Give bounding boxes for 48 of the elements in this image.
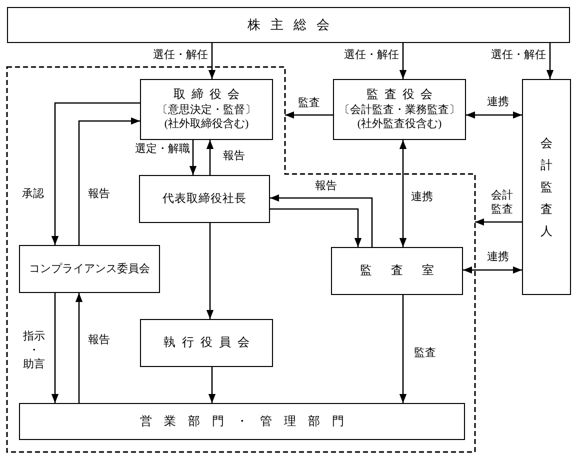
node-title: 取締役会 bbox=[172, 87, 246, 103]
arrow bbox=[546, 43, 554, 79]
node-note: (社外取締役含む) bbox=[164, 117, 249, 132]
process-box bbox=[140, 79, 273, 140]
process-box bbox=[333, 79, 466, 140]
arrow bbox=[206, 140, 214, 175]
node-label: 営業部門・管理部門 bbox=[139, 414, 356, 430]
node-label: 株主総会 bbox=[246, 16, 340, 34]
process-box bbox=[139, 175, 270, 223]
arrow bbox=[399, 295, 407, 403]
double-arrow bbox=[463, 266, 522, 274]
edge-label: 報告 bbox=[88, 334, 110, 348]
edge-label: 指示・助言 bbox=[23, 330, 45, 372]
arrow bbox=[270, 208, 362, 247]
process-box bbox=[331, 247, 463, 295]
node-title: 監査役会 bbox=[366, 87, 438, 103]
edge-label: 報告 bbox=[88, 188, 110, 202]
arrow bbox=[51, 293, 59, 403]
edge-label: 会計監査 bbox=[491, 189, 513, 217]
node-note: 〔意思決定・監督〕 bbox=[157, 103, 256, 118]
process-box bbox=[19, 245, 160, 293]
double-arrow bbox=[399, 140, 407, 247]
node-label: 執行役員会 bbox=[162, 335, 256, 351]
arrow bbox=[78, 117, 140, 245]
node-label: 代表取締役社長 bbox=[162, 192, 246, 206]
arrow bbox=[75, 293, 83, 403]
process-box bbox=[522, 79, 571, 295]
node-label: 監査室 bbox=[359, 263, 453, 279]
node-label: コンプライアンス委員会 bbox=[29, 262, 150, 276]
node-note: 〔会計監査・業務監査〕 bbox=[339, 103, 460, 118]
arrow bbox=[208, 43, 216, 79]
edge-label: 報告 bbox=[315, 180, 337, 194]
vertical-label: 会計監査人 bbox=[540, 134, 552, 240]
arrow bbox=[51, 102, 140, 245]
node-note: (社外監査役含む) bbox=[357, 117, 442, 132]
arrow bbox=[475, 218, 522, 226]
arrow bbox=[189, 140, 197, 175]
process-box bbox=[19, 403, 465, 440]
arrow bbox=[399, 43, 407, 79]
double-arrow bbox=[466, 111, 522, 119]
edge-label: 報告 bbox=[223, 150, 245, 164]
arrow bbox=[285, 111, 333, 119]
process-box bbox=[7, 7, 570, 43]
arrow bbox=[206, 223, 214, 319]
process-box bbox=[140, 319, 273, 367]
dashed-boundary bbox=[7, 67, 476, 453]
arrow bbox=[208, 367, 216, 403]
arrow bbox=[270, 194, 373, 247]
